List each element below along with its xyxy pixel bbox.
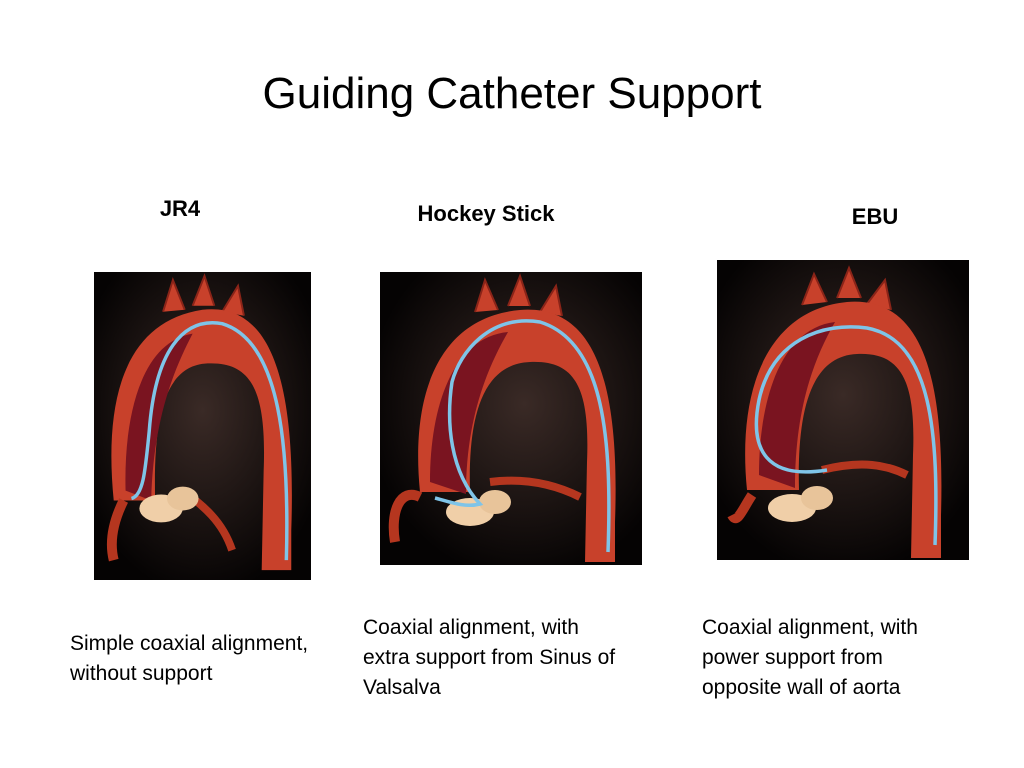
caption-ebu: Coaxial alignment, with power support fr… — [702, 613, 918, 703]
jr4-aorta-illustration — [94, 272, 311, 580]
ebu-aorta-illustration — [717, 260, 969, 560]
caption-line: Valsalva — [363, 676, 441, 699]
column-label-ebu: EBU — [851, 204, 899, 229]
slide-title: Guiding Catheter Support — [262, 69, 762, 118]
caption-line: Coaxial alignment, with — [702, 616, 918, 639]
caption-line: power support from — [702, 646, 883, 669]
caption-line: Coaxial alignment, with — [363, 616, 579, 639]
caption-jr4: Simple coaxial alignment, without suppor… — [70, 629, 308, 689]
caption-line: opposite wall of aorta — [702, 676, 901, 699]
column-label-hockey-stick: Hockey Stick — [417, 201, 555, 226]
caption-line: Simple coaxial alignment, — [70, 632, 309, 655]
caption-hockey-stick: Coaxial alignment, with extra support fr… — [363, 613, 615, 703]
caption-line: without support — [70, 662, 213, 685]
column-label-jr4: JR4 — [159, 196, 201, 221]
hockey-stick-aorta-illustration — [380, 272, 642, 565]
caption-line: extra support from Sinus of — [363, 646, 616, 669]
